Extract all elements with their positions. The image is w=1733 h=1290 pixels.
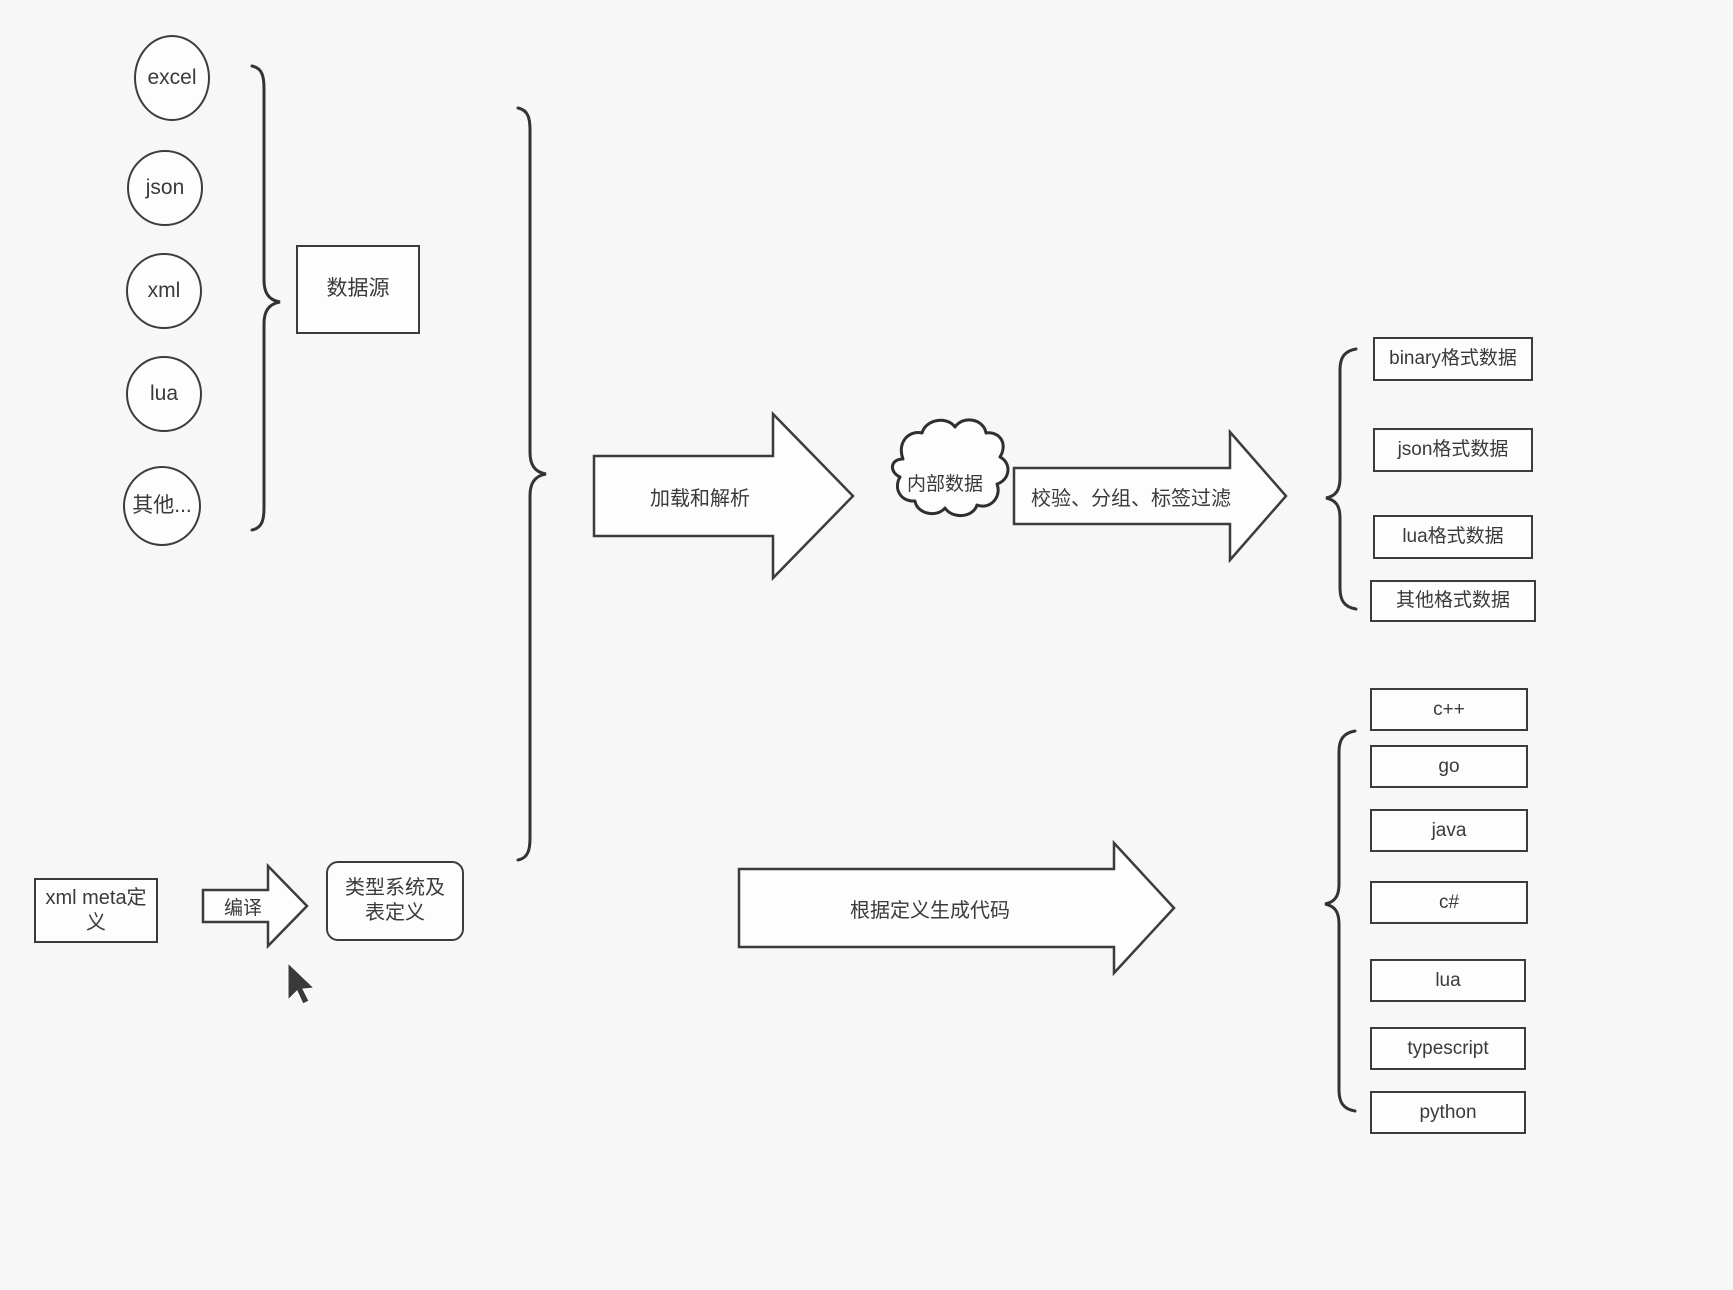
data-source-label: xml [147,278,181,302]
output-language-csharp[interactable]: c# [1370,881,1528,924]
output-format-json[interactable]: json格式数据 [1373,428,1533,472]
data-source-label: excel [147,65,197,89]
xml-meta-definition-box[interactable]: xml meta定义 [34,878,158,943]
internal-data-label: 内部数据 [906,474,983,495]
output-format-label: json格式数据 [1397,439,1509,461]
output-language-label: go [1438,755,1460,777]
output-language-label: lua [1435,969,1461,991]
output-language-label: java [1431,819,1467,841]
arrow-compile-label: 编译 [223,897,262,919]
output-language-go[interactable]: go [1370,745,1528,788]
output-language-python[interactable]: python [1370,1091,1526,1134]
data-source-xml[interactable]: xml [126,253,202,329]
arrow-load-and-parse [592,410,855,582]
data-source-other[interactable]: 其他... [123,466,201,546]
brace-output-formats [1325,347,1358,611]
type-system-box[interactable]: 类型系统及表定义 [326,861,464,941]
output-language-java[interactable]: java [1370,809,1528,852]
xml-meta-definition-label: xml meta定义 [45,886,147,934]
data-source-json[interactable]: json [127,150,203,226]
data-source-excel[interactable]: excel [134,35,210,121]
cloud-internal-data [891,418,1010,517]
data-source-group-label: 数据源 [326,277,390,301]
output-language-cpp[interactable]: c++ [1370,688,1528,731]
brace-pipeline-input [516,106,547,862]
output-language-label: python [1419,1101,1477,1123]
output-language-label: c++ [1433,698,1465,720]
type-system-label: 类型系统及表定义 [345,877,445,924]
mouse-cursor-icon [287,961,316,1005]
output-language-label: c# [1438,891,1460,913]
output-format-label: 其他格式数据 [1395,590,1510,612]
data-source-group-box[interactable]: 数据源 [296,245,420,334]
output-format-binary[interactable]: binary格式数据 [1373,337,1533,381]
arrow-validate-group-filter-label: 校验、分组、标签过滤 [1031,487,1231,510]
output-format-lua[interactable]: lua格式数据 [1373,515,1533,559]
output-format-label: lua格式数据 [1402,526,1504,548]
output-language-lua[interactable]: lua [1370,959,1526,1002]
arrow-validate-group-filter [1012,428,1288,564]
arrow-generate-code-label: 根据定义生成代码 [850,899,1010,922]
data-source-label: lua [149,381,179,405]
output-language-typescript[interactable]: typescript [1370,1027,1526,1070]
data-source-label: json [145,175,185,199]
arrow-generate-code [737,839,1176,977]
arrow-compile [201,862,309,950]
data-source-lua[interactable]: lua [126,356,202,432]
brace-output-languages [1324,729,1357,1113]
output-format-label: binary格式数据 [1389,348,1517,370]
output-language-label: typescript [1407,1037,1489,1059]
data-source-label: 其他... [132,493,192,517]
arrow-load-and-parse-label: 加载和解析 [650,487,750,510]
brace-data-sources [250,64,281,532]
output-format-other[interactable]: 其他格式数据 [1370,580,1536,622]
